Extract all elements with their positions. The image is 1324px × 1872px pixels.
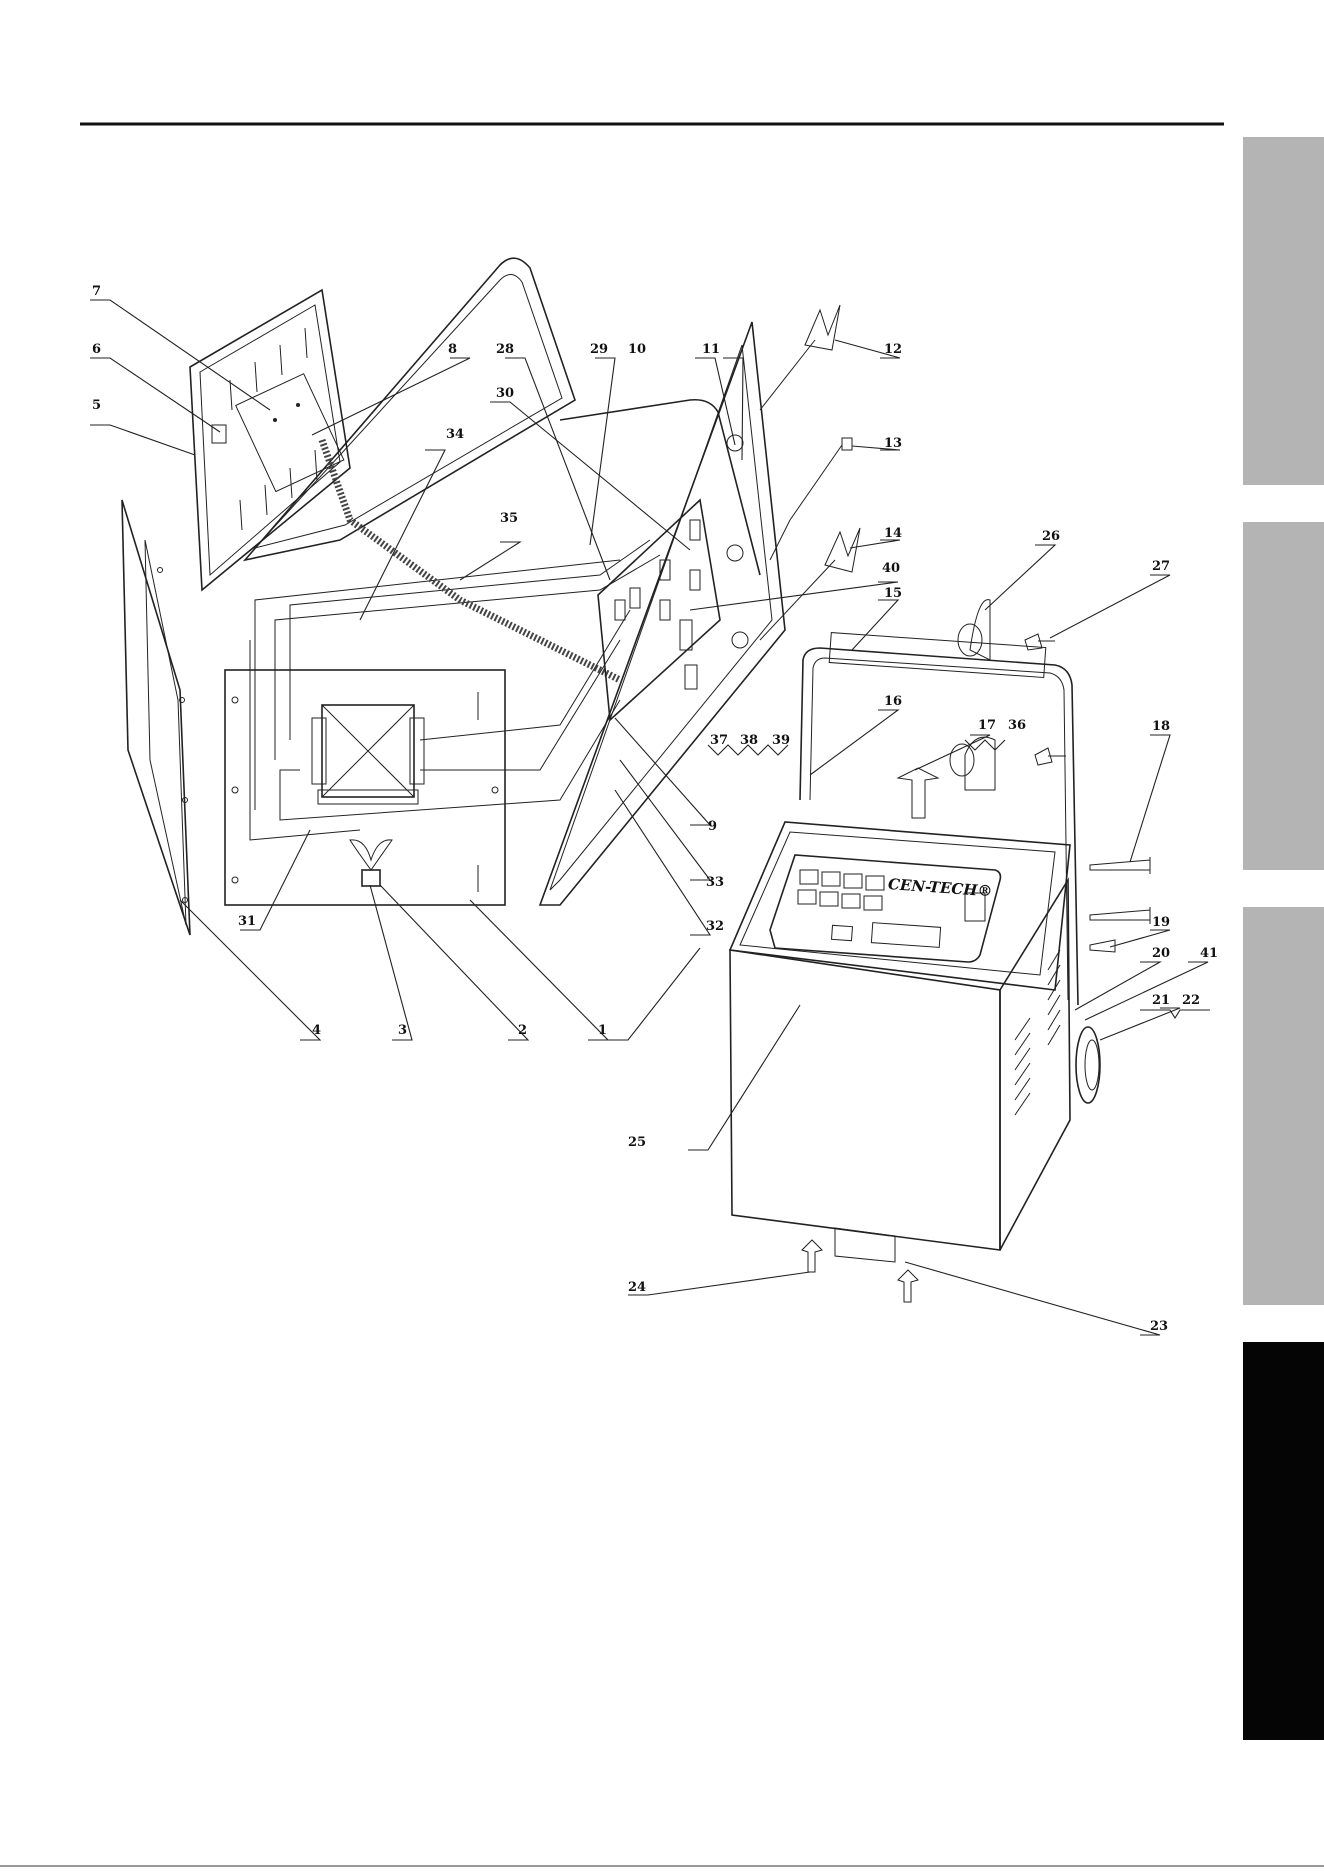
part-label-20: 20: [1152, 946, 1170, 961]
part-label-23: 23: [1150, 1319, 1168, 1334]
part-label-2: 2: [518, 1023, 527, 1038]
braided-cable-part-34: [322, 440, 620, 680]
side-panel-part-4: [122, 500, 190, 935]
part-label-27: 27: [1152, 559, 1170, 574]
part-label-22: 22: [1182, 993, 1200, 1008]
part-label-39: 39: [772, 733, 790, 748]
bracket-part-26: [958, 600, 990, 660]
clamp-part-14: [760, 528, 860, 640]
part-label-37: 37: [710, 733, 728, 748]
part-label-18: 18: [1152, 719, 1170, 734]
part-label-32: 32: [706, 919, 724, 934]
part-label-14: 14: [884, 526, 902, 541]
part-label-33: 33: [706, 875, 724, 890]
part-label-34: 34: [446, 427, 464, 442]
part-label-3: 3: [398, 1023, 407, 1038]
part-label-12: 12: [884, 342, 902, 357]
bracket-part-36: [950, 737, 995, 790]
part-label-8: 8: [448, 342, 457, 357]
plug-part-13: [770, 438, 852, 560]
transformer: [312, 705, 424, 804]
part-label-31: 31: [238, 914, 256, 929]
part-label-13: 13: [884, 436, 902, 451]
part-label-41: 41: [1200, 946, 1218, 961]
part-label-26: 26: [1042, 529, 1060, 544]
part-label-10: 10: [628, 342, 646, 357]
part-label-40: 40: [882, 561, 900, 576]
top-frame: [245, 258, 760, 575]
wiring-harness: [250, 540, 660, 840]
part-label-29: 29: [590, 342, 608, 357]
fan-part-3: [350, 840, 392, 886]
rear-panel-part-5: [190, 290, 350, 590]
part-label-9: 9: [708, 819, 717, 834]
part-label-4: 4: [312, 1023, 321, 1038]
part-label-15: 15: [884, 586, 902, 601]
part-label-6: 6: [92, 342, 101, 357]
control-board-part-9: [598, 500, 720, 720]
part-label-35: 35: [500, 511, 518, 526]
part-label-5: 5: [92, 398, 101, 413]
part-label-28: 28: [496, 342, 514, 357]
part-label-25: 25: [628, 1135, 646, 1150]
part-label-11: 11: [702, 342, 720, 357]
part-label-17: 17: [978, 718, 996, 733]
brand-logo: CEN-TECH®: [887, 875, 993, 900]
part-label-21: 21: [1152, 993, 1170, 1008]
wheel-part-21: [1076, 1027, 1100, 1103]
part-number-labels: 1 2 3 4 5 6 7 8 9 10 11 12 13 14 15 16 1…: [92, 284, 1218, 1334]
part-label-1: 1: [598, 1023, 607, 1038]
callout-leaders: [90, 300, 1210, 1335]
part-label-7: 7: [92, 284, 101, 299]
part-label-38: 38: [740, 733, 758, 748]
part-label-16: 16: [884, 694, 902, 709]
part-label-30: 30: [496, 386, 514, 401]
clamp-part-12: [760, 305, 840, 410]
part-label-19: 19: [1152, 915, 1170, 930]
part-label-36: 36: [1008, 718, 1026, 733]
part-label-24: 24: [628, 1280, 646, 1295]
